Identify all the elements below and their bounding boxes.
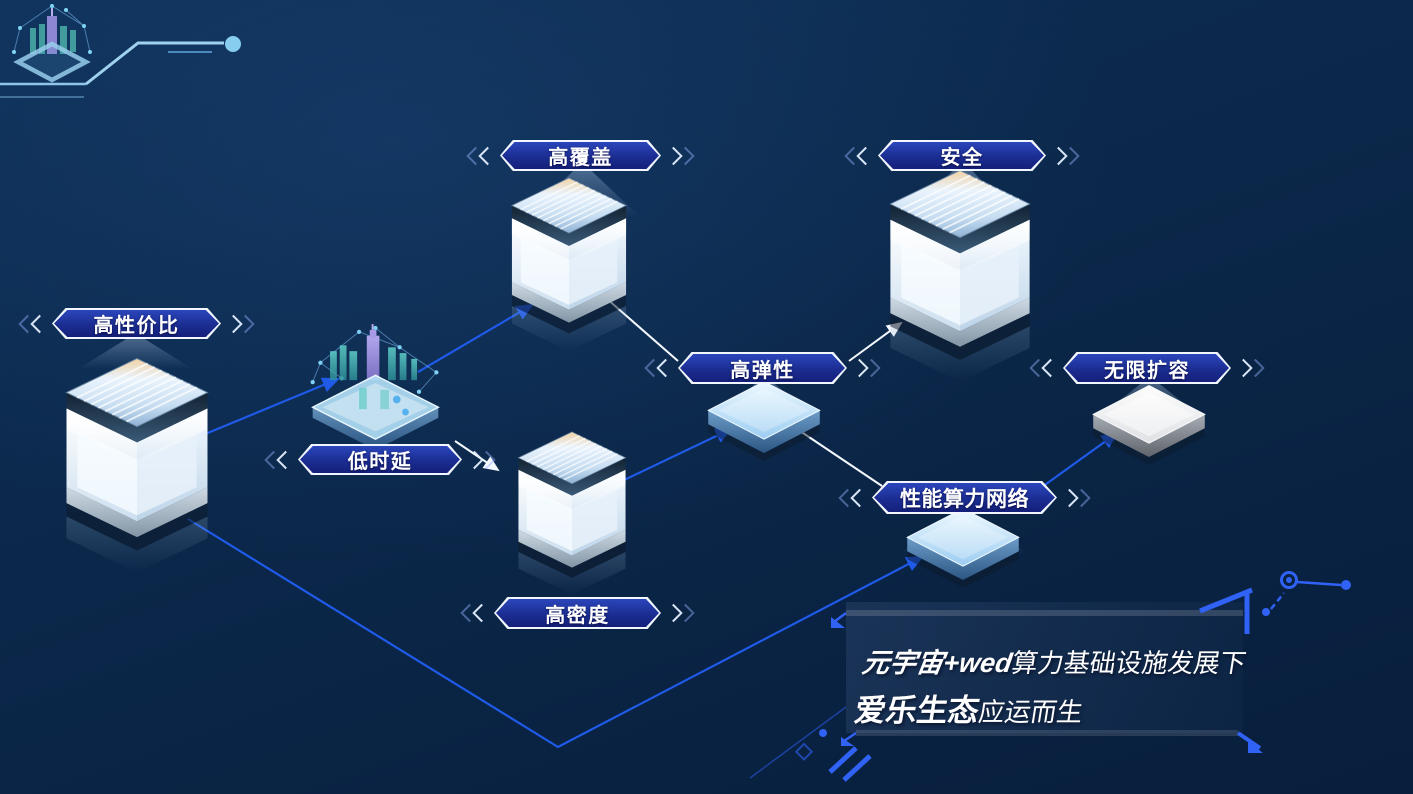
badge-anquan: 安全: [844, 140, 1080, 171]
badge-hexagon: 安全: [878, 140, 1046, 171]
caption-line2-emphasis: 爱乐生态: [852, 693, 982, 728]
badge-fill: [496, 599, 659, 627]
hologram-city-platform-icon: [309, 323, 440, 448]
badge-hexagon: 高覆盖: [500, 140, 661, 171]
cube-gao-xingjiabi-icon: [65, 357, 209, 574]
badge-label: 无限扩容: [1104, 359, 1190, 382]
badge-hexagon: 低时延: [298, 444, 462, 475]
badge-fill: [680, 354, 845, 382]
badge-label: 高弹性: [730, 359, 795, 382]
badge-label: 高性价比: [93, 315, 180, 337]
badge-hexagon: 高密度: [494, 597, 661, 629]
badge-wuxian-kuorong: 无限扩容: [1029, 352, 1265, 384]
caption-line1-rest: 算力基础设施发展下: [1009, 648, 1249, 678]
caption-line-1: 元宇宙+wed算力基础设施发展下: [860, 641, 1296, 680]
cube-anquan-icon: [889, 169, 1031, 383]
badge-fill: [880, 142, 1044, 169]
caption-frame: [831, 587, 1263, 753]
caption: 元宇宙+wed算力基础设施发展下 爱乐生态应运而生: [852, 641, 1296, 730]
top-left-circuit-trace: [0, 36, 241, 98]
cube-gao-midu-icon: [517, 431, 627, 596]
platform-gao-tanxing-icon: [707, 381, 821, 461]
badge-di-shiyan: 低时延: [264, 444, 496, 475]
badge-hexagon: 无限扩容: [1063, 352, 1231, 384]
badge-gao-tanxing: 高弹性: [644, 352, 881, 384]
caption-line-2: 爱乐生态应运而生: [852, 685, 1289, 730]
badge-fill: [1065, 354, 1229, 382]
bottom-right-circuit-trace: [1262, 571, 1351, 616]
platform-xingneng-icon: [906, 508, 1020, 588]
badge-gao-midu: 高密度: [460, 597, 695, 629]
badge-gao-xingjiabi: 高性价比: [18, 308, 255, 339]
badge-fill: [300, 446, 460, 473]
cube-gao-fugai-icon: [511, 177, 627, 352]
badge-label: 高密度: [545, 604, 610, 627]
badge-label: 安全: [940, 147, 984, 169]
hologram-city-logo-icon: [12, 4, 92, 83]
badge-hexagon: 高弹性: [678, 352, 847, 384]
caption-line2-rest: 应运而生: [976, 697, 1086, 727]
caption-panel-sheen: [846, 602, 1243, 733]
badge-fill: [502, 142, 659, 169]
badge-gao-fugai: 高覆盖: [466, 140, 695, 171]
badge-fill: [874, 483, 1055, 512]
badge-hexagon: 性能算力网络: [872, 481, 1057, 514]
badge-hexagon: 高性价比: [52, 308, 221, 339]
badge-label: 高覆盖: [548, 147, 613, 169]
platform-wuxian-kuorong-icon: [1092, 385, 1206, 465]
badge-fill: [54, 310, 219, 337]
caption-line1-emphasis: 元宇宙+wed: [860, 648, 1015, 678]
badge-label: 性能算力网络: [900, 487, 1029, 511]
bottom-left-circuit-trace: [749, 706, 872, 782]
badge-xingneng-suanli-wangluo: 性能算力网络: [838, 481, 1091, 514]
badge-label: 低时延: [347, 451, 413, 473]
